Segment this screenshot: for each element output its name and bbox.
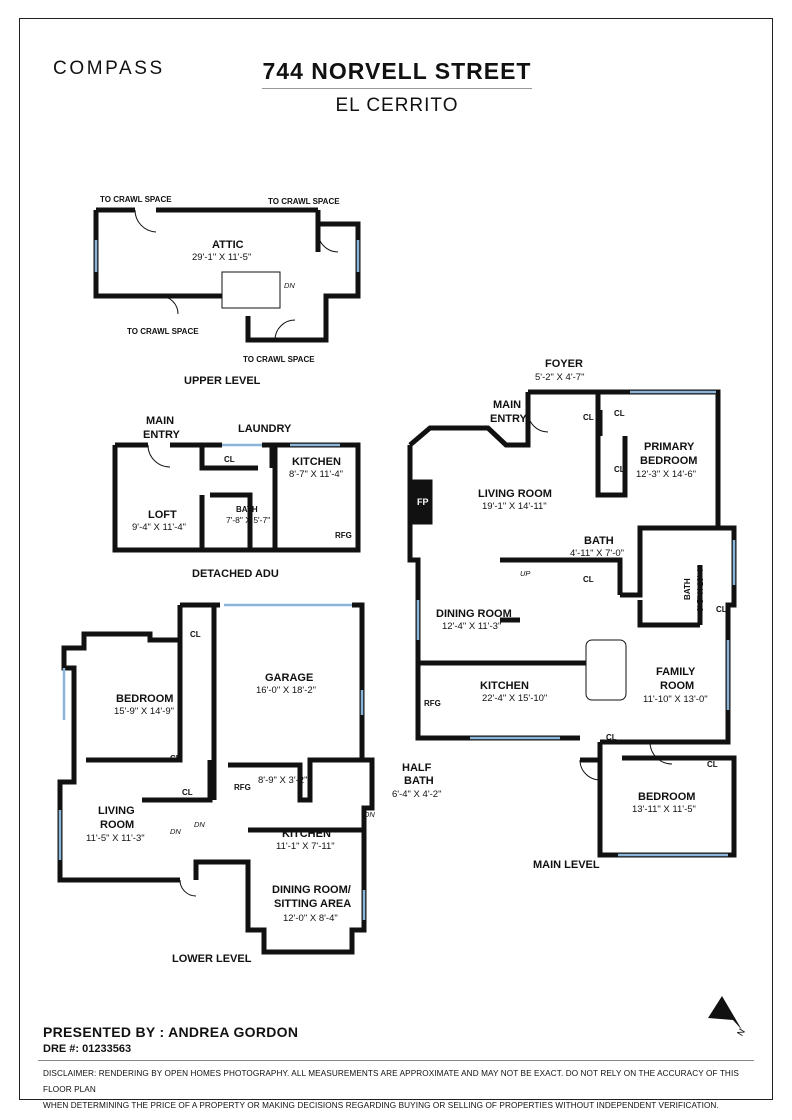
main-entry-1: MAIN: [493, 399, 521, 411]
lower-living-1: LIVING: [98, 805, 135, 817]
lower-living-dims: 11'-5" X 11'-3": [86, 833, 145, 844]
lower-dining-1: DINING ROOM/: [272, 884, 351, 896]
kitchen-island: [585, 639, 627, 701]
crawl-label-2: TO CRAWL SPACE: [268, 197, 340, 206]
half-bath-2: BATH: [404, 775, 434, 787]
primary-bedroom-dims: 12'-3" X 14'-6": [636, 469, 696, 480]
presented-by: PRESENTED BY : ANDREA GORDON: [43, 1024, 299, 1040]
crawl-label-3: TO CRAWL SPACE: [127, 327, 199, 336]
lower-dining-dims: 12'-0" X 8'-4": [283, 913, 338, 924]
main-bedroom-dims: 13'-11" X 11'-5": [632, 804, 696, 815]
main-up: UP: [520, 569, 530, 578]
main-cl-5: CL: [716, 605, 727, 614]
attic-label: ATTIC: [212, 239, 244, 251]
lower-dn-3: DN: [364, 810, 375, 819]
main-cl-7: CL: [707, 760, 718, 769]
half-bath-1: HALF: [402, 762, 432, 774]
lower-dn-2: DN: [194, 820, 205, 829]
lower-cl-2: CL: [170, 754, 181, 763]
lower-kitchen-dims: 11'-1" X 7'-11": [276, 841, 335, 852]
main-walls: [407, 389, 737, 858]
adu-entry-1: MAIN: [146, 415, 174, 427]
primary-bedroom-2: BEDROOM: [640, 455, 697, 467]
family-room-2: ROOM: [660, 680, 694, 692]
lower-rfg-dims: 8'-9" X 3'-2": [258, 775, 307, 786]
page-frame: [19, 18, 773, 1100]
adu-loft-dims: 9'-4" X 11'-4": [132, 522, 186, 533]
crawl-label-1: TO CRAWL SPACE: [100, 195, 172, 204]
attic-dn: DN: [284, 281, 295, 290]
disclaimer-divider: [38, 1060, 754, 1061]
living-room-dims: 19'-1" X 14'-11": [482, 501, 547, 512]
family-room-1: FAMILY: [656, 666, 696, 678]
half-bath-dims: 6'-4" X 4'-2": [392, 789, 441, 800]
main-cl-1: CL: [583, 413, 594, 422]
brand-logo: COMPASS: [53, 58, 165, 79]
disclaimer-line-2: WHEN DETERMINING THE PRICE OF A PROPERTY…: [43, 1101, 719, 1110]
main-cl-2: CL: [614, 409, 625, 418]
adu-bath: BATH: [236, 505, 258, 514]
main-bath-dims: 4'-11" X 7'-0": [570, 548, 624, 559]
primary-bedroom-1: PRIMARY: [644, 441, 695, 453]
dining-room-label: DINING ROOM: [436, 608, 512, 620]
main-kitchen-dims: 22'-4" X 15'-10": [482, 693, 547, 704]
stairs-attic: [221, 271, 281, 309]
adu-bath-dims: 7'-8" X 5'-7": [226, 515, 270, 525]
main-entry-2: ENTRY: [490, 413, 528, 425]
adu-loft: LOFT: [148, 509, 177, 521]
garage-dims: 16'-0" X 18'-2": [256, 685, 316, 696]
foyer-label: FOYER: [545, 358, 583, 370]
lower-kitchen: KITCHEN: [282, 828, 331, 840]
adu-level-label: DETACHED ADU: [192, 568, 279, 580]
lower-dining-2: SITTING AREA: [274, 898, 351, 910]
fireplace: [407, 479, 433, 525]
dining-room-dims: 12'-4" X 11'-3": [442, 621, 501, 632]
adu-entry-2: ENTRY: [143, 429, 181, 441]
main-cl-3: CL: [614, 465, 625, 474]
main-level-label: MAIN LEVEL: [533, 859, 600, 871]
adu-partitions: [199, 445, 278, 553]
page-subtitle: EL CERRITO: [335, 95, 459, 116]
lower-dn-1: DN: [170, 827, 181, 836]
page-title: 744 NORVELL STREET: [262, 58, 532, 84]
main-cl-4: CL: [583, 575, 594, 584]
lower-rfg: RFG: [234, 783, 251, 792]
disclaimer-line-1: DISCLAIMER: RENDERING BY OPEN HOMES PHOT…: [43, 1069, 739, 1094]
main-bath2-label: BATH: [683, 578, 692, 600]
adu-rfg: RFG: [335, 531, 352, 540]
main-partitions: [418, 392, 718, 666]
adu-cl: CL: [224, 455, 235, 464]
main-cl-6: CL: [606, 733, 617, 742]
foyer-dims: 5'-2" X 4'-7": [535, 372, 584, 383]
family-room-dims: 11'-10" X 13'-0": [643, 694, 708, 705]
lower-bedroom: BEDROOM: [116, 693, 173, 705]
attic-walls: [93, 207, 361, 343]
lower-partitions: [86, 605, 364, 833]
lower-cl-1: CL: [190, 630, 201, 639]
adu-laundry: LAUNDRY: [238, 423, 292, 435]
crawl-label-4: TO CRAWL SPACE: [243, 355, 315, 364]
dre-number: DRE #: 01233563: [43, 1043, 132, 1055]
garage-label: GARAGE: [265, 672, 313, 684]
lower-living-2: ROOM: [100, 819, 134, 831]
upper-level-label: UPPER LEVEL: [184, 375, 261, 387]
main-kitchen-label: KITCHEN: [480, 680, 529, 692]
fireplace-label: FP: [417, 497, 429, 507]
main-bedroom-label: BEDROOM: [638, 791, 695, 803]
main-bath-label: BATH: [584, 535, 614, 547]
attic-dims: 29'-1" X 11'-5": [192, 252, 251, 263]
lower-bedroom-dims: 15'-9" X 14'-9": [114, 706, 174, 717]
adu-kitchen-dims: 8'-7" X 11'-4": [289, 469, 343, 480]
main-rfg: RFG: [424, 699, 441, 708]
adu-kitchen: KITCHEN: [292, 456, 341, 468]
main-bath2-dims: 6'-5" X 10'-4": [696, 566, 705, 612]
living-room-label: LIVING ROOM: [478, 488, 552, 500]
lower-cl-3: CL: [182, 788, 193, 797]
title-divider: [262, 88, 532, 89]
north-arrow-icon: N: [708, 996, 747, 1038]
compass-n: N: [735, 1027, 747, 1038]
disclaimer: DISCLAIMER: RENDERING BY OPEN HOMES PHOT…: [43, 1066, 753, 1114]
lower-level-label: LOWER LEVEL: [172, 953, 252, 965]
